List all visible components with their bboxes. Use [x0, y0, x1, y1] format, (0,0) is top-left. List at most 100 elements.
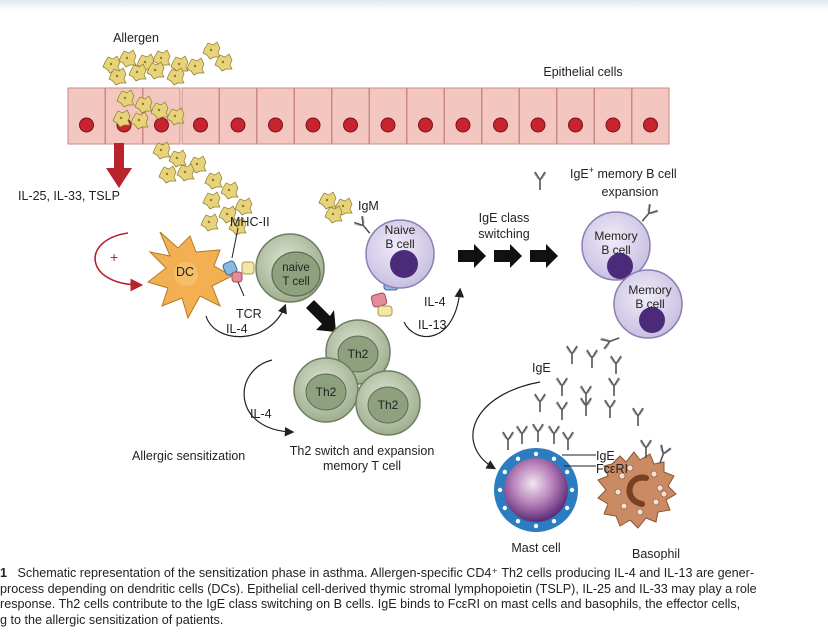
mast-granule — [569, 487, 575, 493]
il4-arrow-th2 — [243, 359, 295, 437]
epithelial-nucleus — [568, 117, 583, 133]
il4-label-dc: IL-4 — [226, 322, 248, 336]
tcr-label: TCR — [236, 307, 262, 321]
mast-cell — [494, 423, 596, 532]
epithelial-nucleus — [455, 117, 471, 133]
allergen-particle — [158, 165, 177, 184]
allergen-particle — [220, 181, 239, 200]
allergen-label: Allergen — [113, 31, 159, 45]
epithelial-nucleus — [79, 117, 94, 133]
ige-to-mast-arrow — [472, 381, 541, 470]
epithelial-cell — [444, 87, 482, 145]
bound-ige — [561, 431, 575, 451]
bound-ige — [501, 431, 515, 451]
naive-b-label-1: Naive — [385, 223, 416, 237]
cytokines-label: IL-25, IL-33, TSLP — [18, 189, 120, 203]
epithelial-nucleus — [193, 117, 208, 133]
top-band — [0, 0, 828, 10]
ige-antibody — [631, 407, 645, 427]
th2-switch-label-1: Th2 switch and expansion — [290, 444, 435, 458]
naive-t-cell — [255, 233, 325, 303]
epithelial-cell — [556, 87, 595, 145]
epithelial-cells-label: Epithelial cells — [543, 65, 622, 79]
bound-ige — [531, 423, 545, 443]
allergen-particle — [202, 191, 221, 210]
basophil-cell — [597, 439, 677, 529]
epithelial-cell — [181, 87, 220, 145]
il13-label: IL-13 — [418, 318, 447, 332]
mast-granule — [564, 469, 570, 475]
epithelial-nucleus — [605, 117, 621, 133]
th2-label-3: Th2 — [378, 398, 399, 412]
il4-label-b: IL-4 — [424, 295, 446, 309]
mast-granule — [533, 451, 539, 457]
epithelial-cell — [369, 87, 407, 145]
ige-antibody — [555, 377, 569, 397]
epithelial-cell — [631, 87, 670, 145]
mast-granule — [551, 456, 557, 462]
naive-b-label-2: B cell — [385, 237, 414, 251]
epithelial-cell — [481, 87, 520, 145]
naive-b-cell — [352, 214, 435, 289]
allergen-particle — [200, 213, 219, 232]
allergen-particle — [202, 41, 221, 60]
mhc-tcr-complex — [222, 227, 255, 297]
fceri-label: FcεRI — [596, 462, 628, 476]
memory-b-label-1: Memory — [594, 229, 637, 243]
allergen-particle — [166, 67, 185, 86]
mast-granule — [515, 518, 521, 524]
allergen-particle — [318, 191, 337, 210]
igm-label: IgM — [358, 199, 379, 213]
epithelial-cell — [67, 87, 106, 145]
positive-feedback-arrow — [94, 232, 144, 292]
il4-label-th2: IL-4 — [250, 407, 272, 421]
caption-line-3: response. Th2 cells contribute to the Ig… — [0, 597, 741, 611]
th2-label-1: Th2 — [348, 347, 369, 361]
caption-line-2: process depending on dendritic cells (DC… — [0, 581, 757, 596]
caption-line-1: 1 Schematic representation of the sensit… — [0, 566, 755, 580]
basophil-granule — [652, 498, 660, 506]
epithelial-nucleus — [643, 117, 658, 133]
class-switch-label-2: switching — [478, 227, 529, 241]
basophil-granule — [650, 470, 658, 478]
basophil-label: Basophil — [632, 547, 680, 560]
mast-granule — [502, 469, 508, 475]
memory-b-cells — [581, 202, 683, 351]
il4-il13-arrow — [403, 287, 465, 338]
bound-ige — [515, 425, 529, 445]
memory-b-label-2: B cell — [601, 243, 630, 257]
class-switch-arrows — [458, 244, 558, 268]
allergen-particle — [176, 163, 195, 182]
mast-granule — [515, 456, 521, 462]
basophil-granule — [614, 488, 622, 496]
naive-t-label-1: naive — [282, 262, 310, 274]
th2-label-2: Th2 — [316, 385, 337, 399]
epithelial-nucleus — [154, 117, 169, 133]
dc-label: DC — [176, 265, 194, 279]
ige-antibody — [555, 401, 569, 421]
allergen-particle — [118, 49, 137, 68]
epithelial-cell — [519, 87, 557, 145]
ige-memory-label-2: expansion — [602, 185, 659, 199]
basophil-granule — [618, 472, 626, 480]
epithelial-nucleus — [343, 117, 358, 133]
mast-cell-label: Mast cell — [511, 541, 560, 555]
plus-label: + — [110, 249, 118, 265]
mast-granule — [564, 505, 570, 511]
epithelial-nucleus — [493, 117, 508, 133]
epithelial-cell — [256, 87, 295, 145]
naive-t-label-2: T cell — [282, 276, 309, 288]
basophil-granule — [636, 508, 644, 516]
red-down-arrow — [106, 143, 132, 188]
class-switch-label-1: IgE class — [479, 211, 530, 225]
epithelial-nucleus — [418, 117, 433, 133]
epithelial-cell — [331, 87, 370, 145]
epithelial-nucleus — [380, 117, 396, 133]
mhc-label: MHC-II — [230, 215, 270, 229]
ige-antibody — [603, 399, 617, 419]
allergen-particle — [234, 197, 253, 216]
th2-cluster — [293, 319, 421, 436]
caption-line-4: g to the allergic sensitization of patie… — [0, 612, 224, 627]
mast-granule — [533, 523, 539, 529]
basophil-granule — [656, 484, 664, 492]
